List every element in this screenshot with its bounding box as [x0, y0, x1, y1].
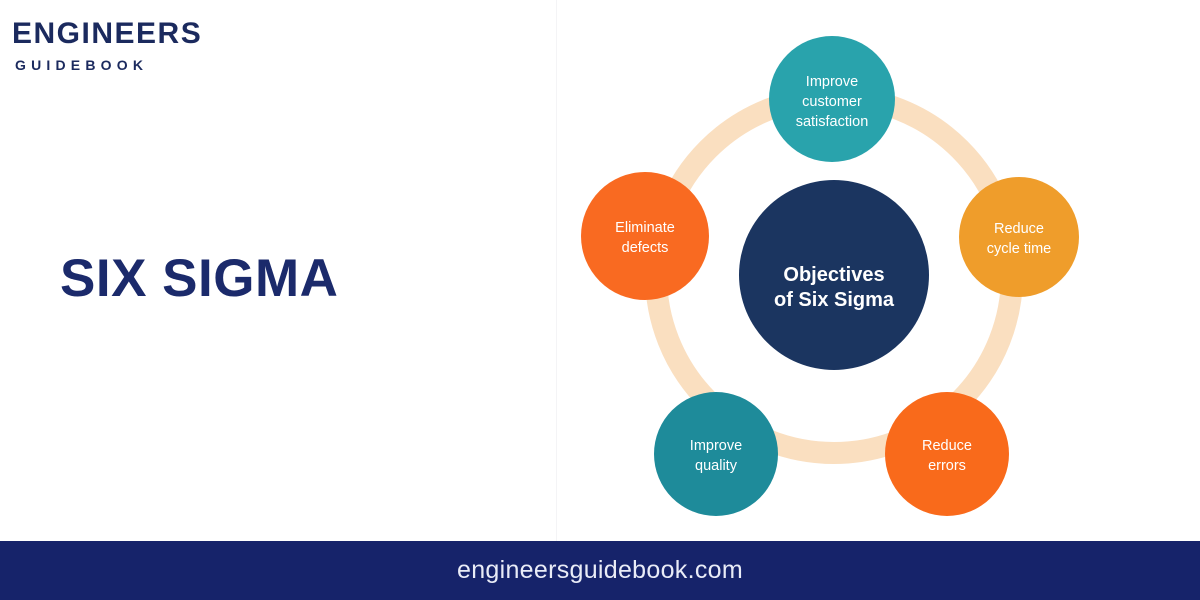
- center-node: Objectives of Six Sigma: [739, 180, 929, 370]
- node-improve-customer-satisfaction[interactable]: Improve customer satisfaction: [769, 36, 895, 162]
- node-label-line1: Eliminate: [615, 220, 675, 236]
- node-label-line2: defects: [622, 240, 669, 256]
- node-label-line1: Reduce: [994, 221, 1044, 237]
- center-node-label-line1: Objectives: [783, 264, 884, 286]
- node-label-line1: Improve: [806, 74, 858, 90]
- footer-website-url[interactable]: engineersguidebook.com: [457, 556, 743, 584]
- six-sigma-objectives-diagram: Objectives of Six Sigma Improve customer…: [556, 0, 1200, 541]
- brand-logo: ENGINEERS GUIDEBOOK: [12, 18, 232, 73]
- brand-name-primary: ENGINEERS: [12, 17, 203, 50]
- panel-divider: [556, 0, 557, 541]
- node-label-line2: cycle time: [987, 241, 1051, 257]
- node-improve-quality[interactable]: Improve quality: [654, 392, 778, 516]
- node-label-line1: Improve: [690, 438, 742, 454]
- node-eliminate-defects[interactable]: Eliminate defects: [581, 172, 709, 300]
- node-label-line2: errors: [928, 458, 966, 474]
- node-reduce-cycle-time[interactable]: Reduce cycle time: [959, 177, 1079, 297]
- node-label-line1: Reduce: [922, 438, 972, 454]
- brand-name-secondary: GUIDEBOOK: [15, 56, 149, 73]
- page-title: SIX SIGMA: [60, 249, 339, 308]
- node-reduce-errors[interactable]: Reduce errors: [885, 392, 1009, 516]
- center-node-label-line2: of Six Sigma: [774, 289, 895, 311]
- node-label-line3: satisfaction: [796, 114, 869, 130]
- node-label-line2: quality: [695, 458, 738, 474]
- node-label-line2: customer: [802, 94, 862, 110]
- left-panel: ENGINEERS GUIDEBOOK SIX SIGMA: [0, 0, 556, 541]
- footer-bar: engineersguidebook.com: [0, 541, 1200, 600]
